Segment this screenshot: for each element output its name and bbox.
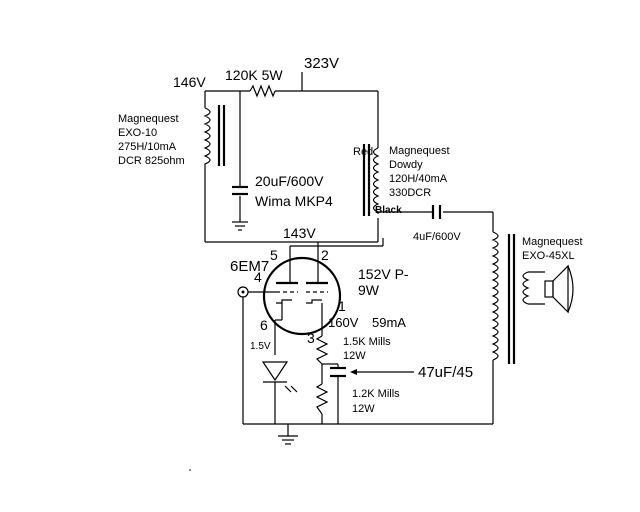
choke-branch-wires [204,91,379,243]
pin-3: 3 [307,330,315,346]
cathode-wires [243,303,493,436]
xfmr-label-2: EXO-45XL [522,250,575,262]
cap2-label: 4uF/600V [413,231,461,243]
capacitor-icon [232,185,248,196]
pin-5: 5 [270,247,278,263]
transformer-icon [491,231,545,364]
label-1-5v: 1.5V [250,341,271,352]
ground-icon [232,221,248,231]
vacuum-tube-icon [262,256,342,336]
ground-icon [278,435,298,445]
label-143v: 143V [283,225,316,241]
plate-power-2: 9W [358,282,380,298]
grid-input-jack [237,286,276,298]
pin-1: 1 [338,298,346,314]
inductor-icon [362,144,380,216]
capacitor-icon [330,366,414,378]
led-icon [261,361,298,393]
r-mills1-label-1: 1.5K Mills [343,336,391,348]
cap1-label-2: Wima MKP4 [255,193,333,209]
label-160v: 160V [328,315,359,330]
speaker-icon [544,264,574,314]
r-mills2-label-1: 1.2K Mills [352,388,400,400]
r-mills1-label-2: 12W [343,350,366,362]
b-plus-rail [205,72,379,148]
capacitor-icon [431,205,442,219]
r-mills2-label-2: 12W [352,403,375,415]
plate-wires [289,211,494,278]
resistor-icon [249,84,276,98]
resistor-icon [315,383,329,415]
label-146v: 146V [173,74,206,90]
inductor-icon [203,105,226,166]
pin-4: 4 [254,269,262,285]
label-120k: 120K 5W [225,67,283,83]
label-red: Red [353,146,373,158]
resistor-icon [315,335,329,365]
pin-2: 2 [321,247,329,263]
plate-choke-label-1: Magnequest [389,145,450,157]
tube-label: 6EM7 [230,258,269,275]
choke-label-4: DCR 825ohm [118,155,185,167]
label-323v: 323V [304,55,339,72]
choke-label-3: 275H/10mA [118,141,177,153]
label-59ma: 59mA [372,315,406,330]
choke-label-2: EXO-10 [118,127,157,139]
choke-label-1: Magnequest [118,113,179,125]
plate-power-1: 152V P- [358,266,409,282]
plate-choke-label-4: 330DCR [389,187,431,199]
stray-dot [189,469,191,471]
cap3-label: 47uF/45 [418,364,473,381]
xfmr-label-1: Magnequest [522,236,583,248]
plate-choke-label-2: Dowdy [389,159,423,171]
label-black: Black [375,205,402,216]
plate-choke-label-3: 120H/40mA [389,173,448,185]
cap1-label-1: 20uF/600V [255,173,324,189]
pin-6: 6 [260,317,268,333]
